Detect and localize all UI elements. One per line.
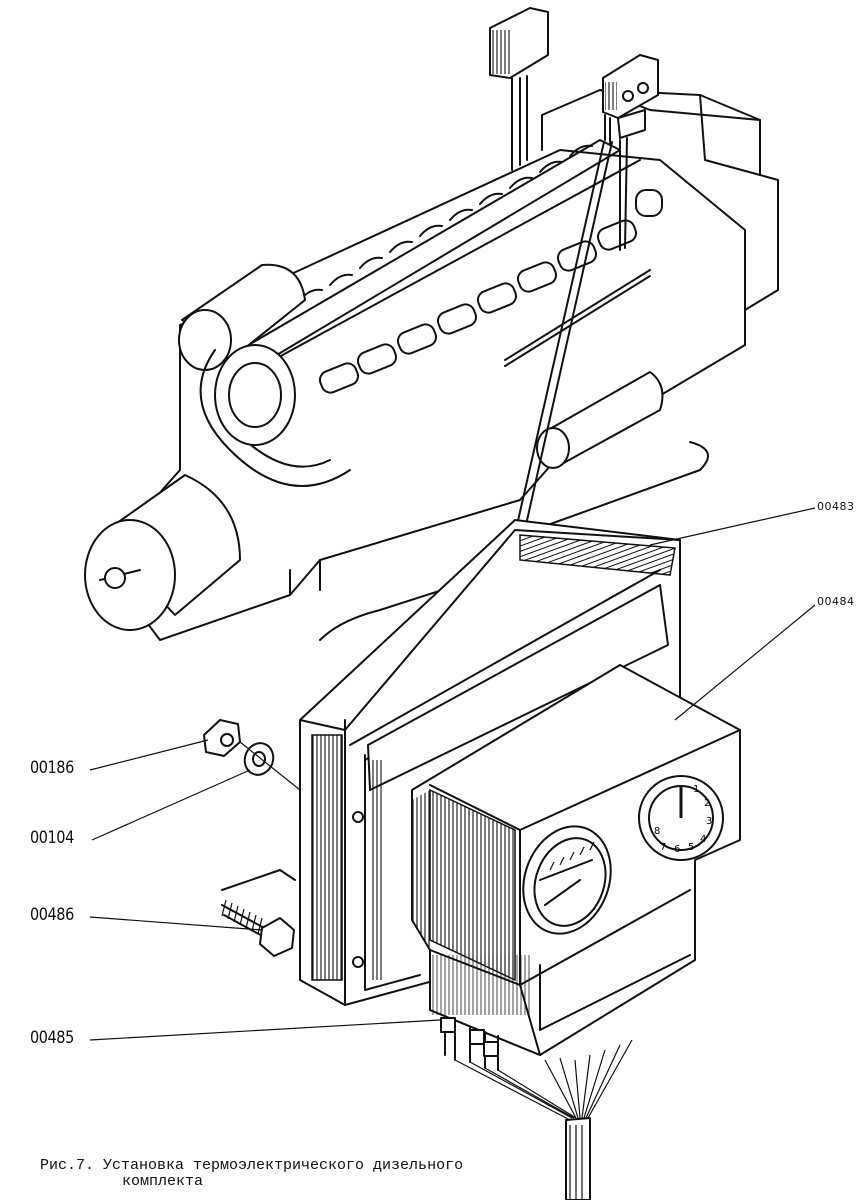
caption-line-1: Рис.7. Установка термоэлектрического диз…	[40, 1157, 464, 1174]
figure-caption: Рис.7. Установка термоэлектрического диз…	[40, 1158, 463, 1190]
label-00485: 00485	[30, 1028, 74, 1048]
cylinder-ports	[318, 189, 663, 394]
label-00484: 00484	[817, 595, 855, 608]
cable-bundle	[440, 1017, 633, 1200]
label-00186: 00186	[30, 758, 74, 778]
indicator-assembly: 1 2 3 4 5 6 7 8	[299, 519, 741, 1200]
diesel-engine	[84, 89, 779, 641]
dial-number-7: 7	[660, 842, 666, 853]
dial-number-5: 5	[688, 842, 694, 853]
label-00104: 00104	[30, 828, 74, 848]
leader-lines	[89, 507, 816, 1041]
clock-dial: 1 2 3 4 5 6 7 8	[638, 775, 724, 861]
dial-number-3: 3	[706, 816, 712, 827]
caption-line-2: комплекта	[122, 1173, 204, 1190]
label-00483: 00483	[817, 500, 855, 513]
dial-number-4: 4	[700, 834, 706, 845]
sensor-connectors	[489, 7, 659, 606]
injector-row	[299, 144, 593, 301]
dial-number-1: 1	[693, 784, 699, 795]
dial-number-6: 6	[674, 844, 680, 855]
dial-number-8: 8	[654, 826, 660, 837]
pointer-gauge	[522, 825, 612, 935]
dial-number-2: 2	[704, 798, 710, 809]
label-00486: 00486	[30, 905, 74, 925]
hardware-parts	[203, 719, 301, 957]
